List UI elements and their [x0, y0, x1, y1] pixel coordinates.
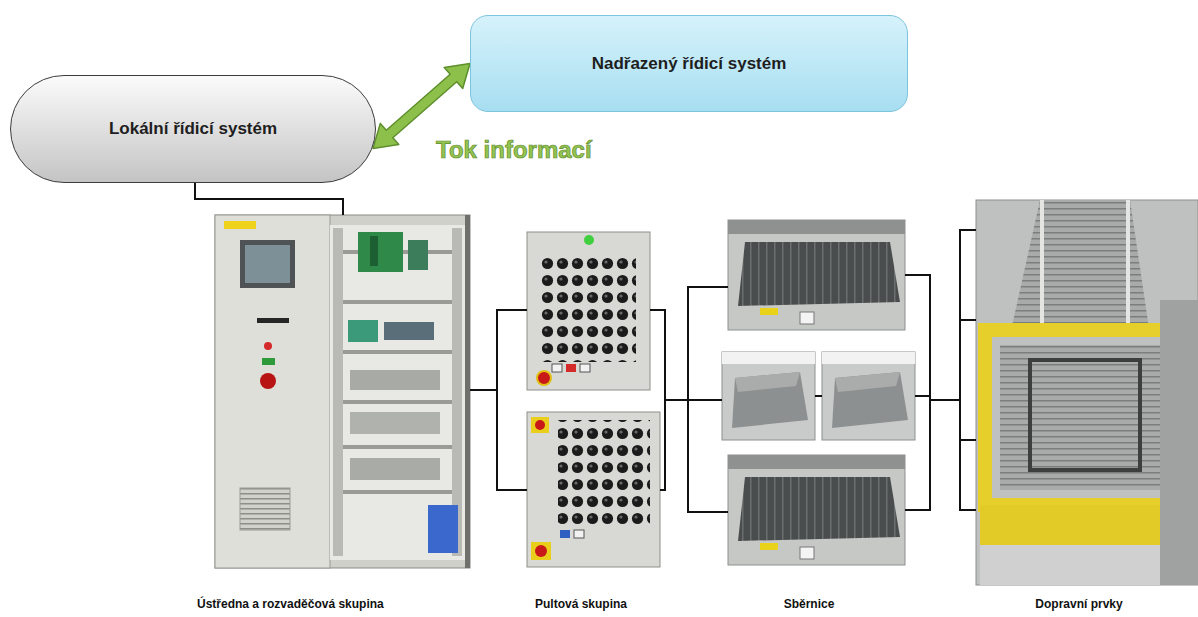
bus-photo [822, 352, 915, 440]
conveyor-photo [976, 200, 1198, 585]
photo-group: Dopravní prvky [960, 195, 1198, 615]
connector [470, 390, 497, 391]
panel-photo [527, 232, 650, 390]
system-name: Nadřazený řídicí systém [592, 54, 787, 74]
connector [665, 400, 688, 401]
photo-group: Pultová skupina [497, 225, 665, 615]
wire [497, 230, 976, 512]
system-box: Nadřazený řídicí systém [470, 15, 908, 112]
bus-photo [728, 220, 905, 330]
bus-photo [728, 455, 905, 565]
connector [195, 183, 343, 215]
group-caption: Ústředna a rozvaděčová skupina [195, 597, 386, 612]
group-caption: Dopravní prvky [1033, 597, 1124, 612]
group-caption: Pultová skupina [533, 597, 629, 612]
panel-photo [527, 412, 660, 567]
cabinet-photo [215, 215, 470, 568]
flow-label: Tok informací [436, 136, 592, 164]
system-pill: Lokální řídicí systém [10, 75, 376, 183]
group-caption: Sběrnice [782, 597, 837, 612]
system-name: Lokální řídicí systém [109, 119, 277, 139]
connector [373, 64, 470, 149]
photo-group: Ústředna a rozvaděčová skupina [195, 215, 470, 615]
connector [930, 400, 960, 401]
photo-group: Sběrnice [688, 215, 930, 615]
bus-photo [722, 352, 815, 440]
